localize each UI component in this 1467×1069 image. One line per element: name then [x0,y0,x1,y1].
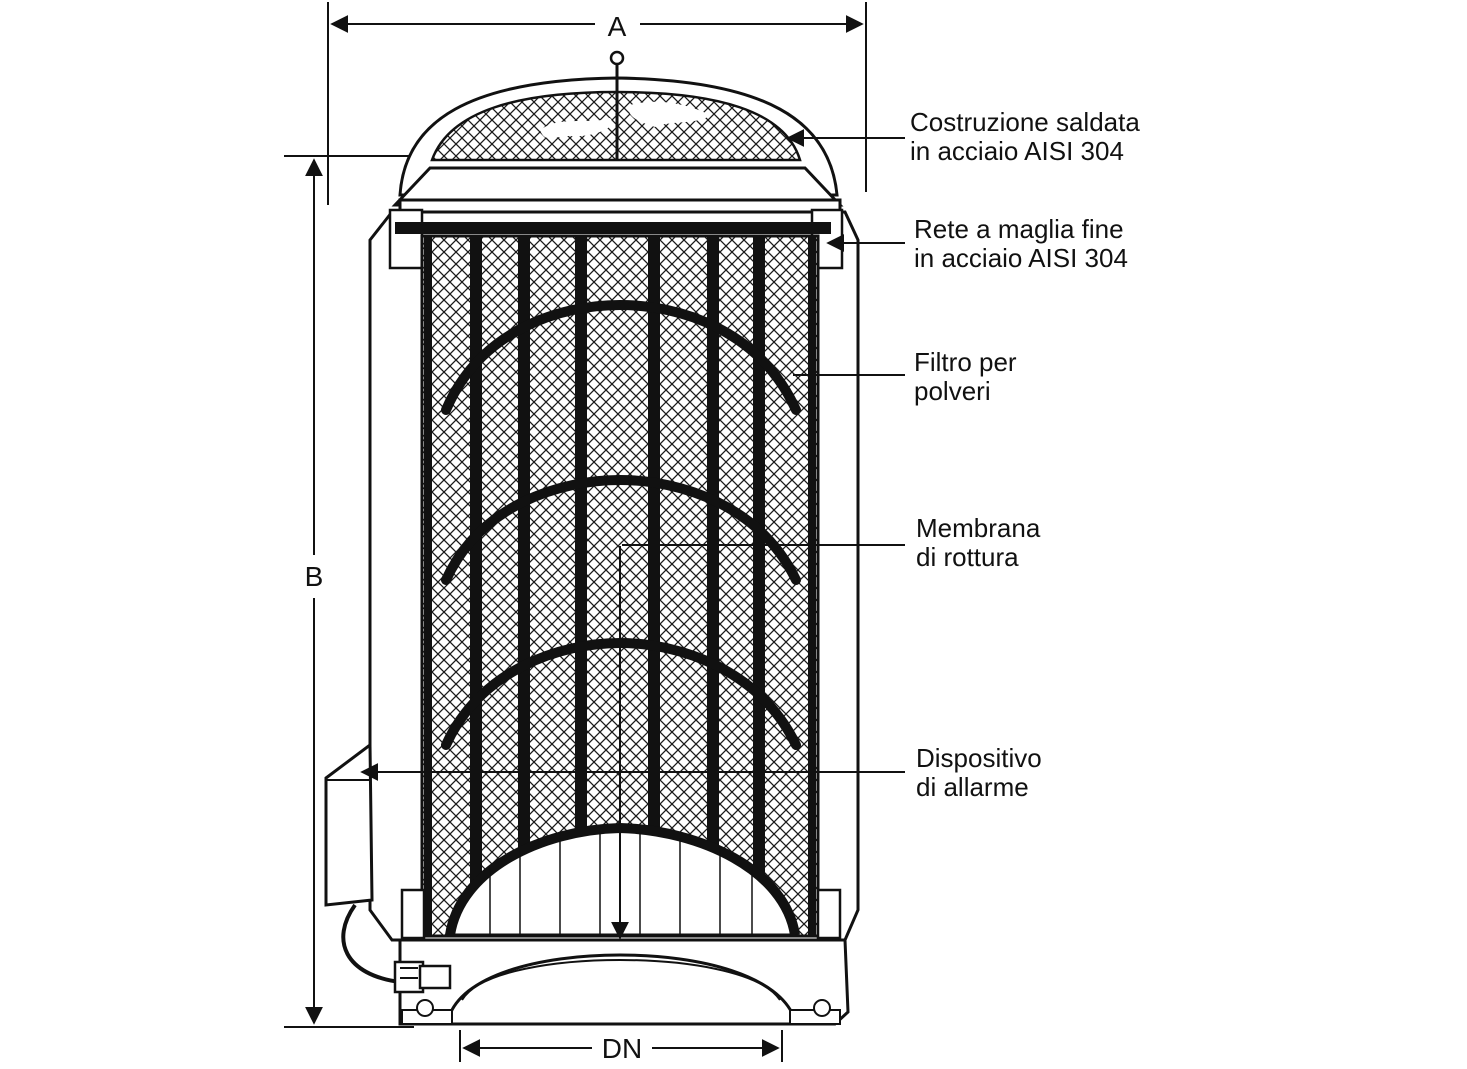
dome-cap [391,50,844,216]
dimension-dn-label: DN [602,1033,642,1064]
bottom-flange [398,888,850,1026]
dimension-b [284,155,414,1028]
callout-alarm-device: Dispositivo di allarme [916,743,1049,802]
dimension-dn [459,1030,783,1062]
alarm-device-box [324,742,452,994]
leader-lines [360,129,905,781]
callout-rupture-membrane: Membrana di rottura [916,513,1048,572]
callout-fine-mesh-net: Rete a maglia fine in acciaio AISI 304 [914,214,1131,273]
dimension-a [327,2,867,205]
dimension-a-label: A [608,11,627,42]
callout-welded-construction: Costruzione saldata in acciaio AISI 304 [910,107,1147,166]
dimension-b-label: B [305,561,324,592]
callout-dust-filter: Filtro per polveri [914,347,1024,406]
